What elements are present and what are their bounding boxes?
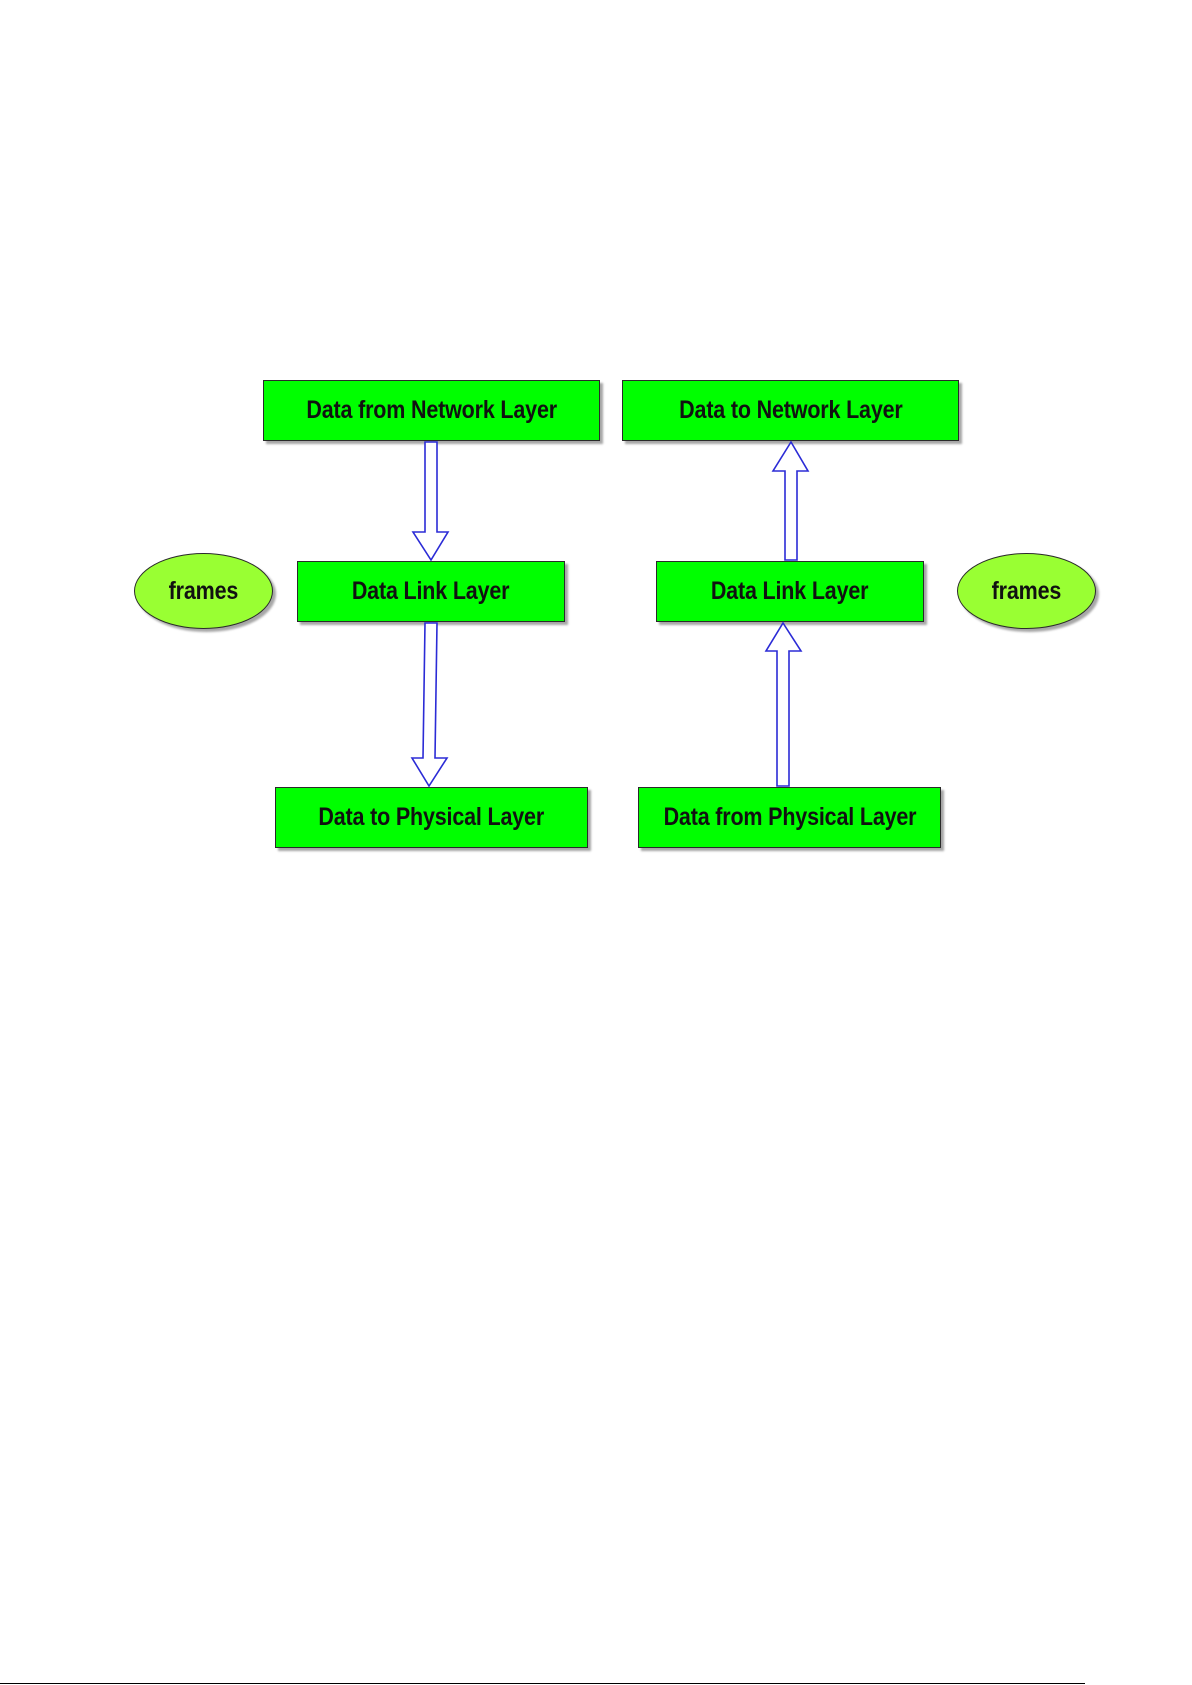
arrow-up-datalink-to-network xyxy=(773,442,808,560)
arrow-down-datalink-to-physical xyxy=(412,623,447,786)
arrow-down-network-to-datalink xyxy=(413,442,448,560)
arrow-up-physical-to-datalink xyxy=(766,623,801,786)
page-bottom-rule xyxy=(0,1683,1085,1684)
